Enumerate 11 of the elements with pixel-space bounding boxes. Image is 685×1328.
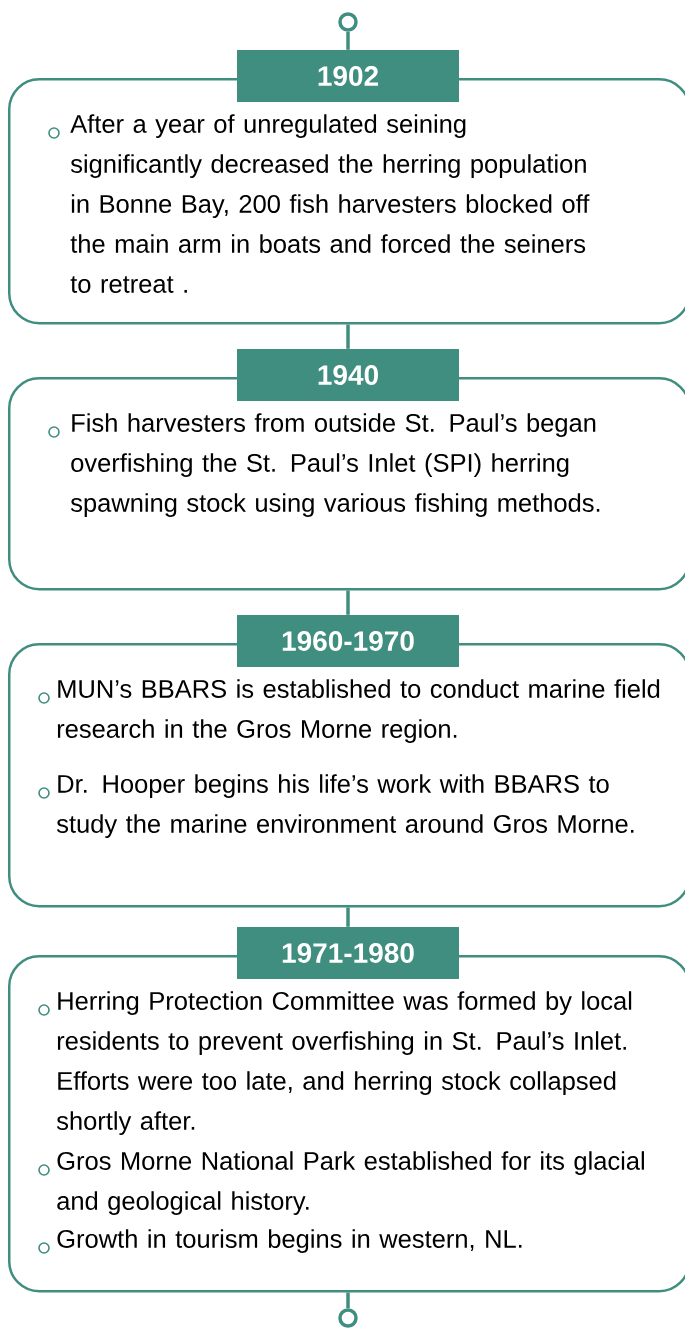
timeline-end-circle <box>338 12 358 32</box>
connector-line <box>346 31 350 50</box>
year-tab: 1971-1980 <box>237 927 459 979</box>
year-tab: 1940 <box>237 349 459 401</box>
year-tab: 1960-1970 <box>237 615 459 667</box>
year-tab: 1902 <box>237 50 459 102</box>
connector-line <box>346 324 350 349</box>
timeline-end-circle <box>338 1308 358 1328</box>
connector-line <box>346 590 350 615</box>
connector-line <box>346 907 350 927</box>
connector-line <box>346 1292 350 1309</box>
